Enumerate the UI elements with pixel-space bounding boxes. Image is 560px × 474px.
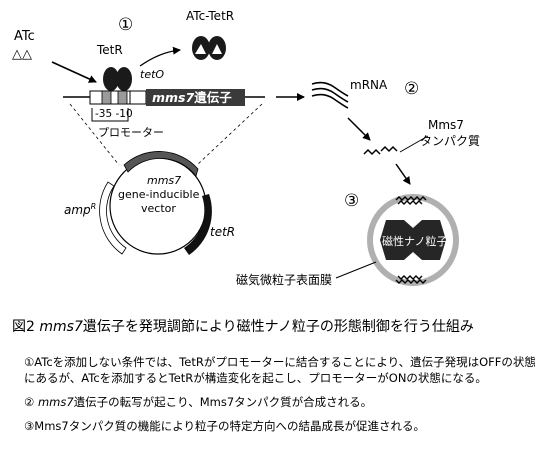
bound-protein-icon [395,196,427,284]
teto-label: tetO [140,68,164,81]
figure-caption: 図2 mms7遺伝子を発現調節により磁性ナノ粒子の形態制御を行う仕組み [12,316,474,336]
mrna-icon [311,81,349,109]
mrna-label: mRNA [350,78,388,92]
spacer-box [129,90,147,105]
promoter-bracket [91,108,129,122]
plasmid-vector [99,151,212,255]
mms7-protein-icon [363,145,398,156]
magnetic-nanoparticle [367,194,459,286]
atc-arrow [51,61,97,83]
release-arrow [139,46,181,67]
figure-number: 図2 [12,319,35,335]
caption-text: 遺伝子を発現調節により磁性ナノ粒子の形態制御を行う仕組み [82,319,474,335]
note-2-prefix: ② [24,395,38,409]
promoter-numbers: -35 -10 [95,108,133,120]
step-1-marker: ① [118,15,133,35]
tetr-label: TetR [96,43,123,57]
note-3: ③Mms7タンパク質の機能により粒子の特定方向への結晶成長が促進される。 [24,419,426,433]
binding-arrow [395,163,411,185]
protein-pointer-line [399,135,429,153]
promoter-label: プロモーター [98,126,164,139]
protein-label-line2: タンパク質 [420,133,480,148]
zoom-line [69,103,120,166]
protein-label-line1: Mms7 [428,118,464,132]
step-3-marker: ③ [344,191,359,211]
note-2-text: 遺伝子の転写が起こり、Mms7タンパク質が合成される。 [73,395,373,409]
mms7-gene-box [146,89,245,106]
atc-label: ATc [14,29,35,44]
membrane-pointer-line [335,261,377,279]
vector-name-line1: mms7 [147,174,181,187]
caption-gene-name: mms7 [39,319,83,335]
particle-label: 磁性ナノ粒子 [382,234,447,248]
ampr-label: ampR [64,202,96,217]
zoom-line [196,103,263,166]
step-2-marker: ② [404,79,419,99]
vector-name-line2: gene-inducible [118,188,200,201]
teto-box [101,90,112,105]
note-2: ② mms7遺伝子の転写が起こり、Mms7タンパク質が合成される。 [24,394,544,410]
atc-triangles: △△ [12,47,32,62]
mms7-gene-label: mms7遺伝子 [152,90,232,105]
tetr-protein-icon [103,67,132,91]
vector-name-line3: vector [141,202,176,215]
atc-tetr-complex-icon [192,36,226,60]
membrane-label: 磁気微粒子表面膜 [236,272,332,287]
tetr-gene-label: tetR [210,225,235,239]
translation-arrow [347,117,371,141]
atc-tetr-label: ATc-TetR [186,9,234,23]
note-1: ①ATcを添加しない条件では、TetRがプロモーターに結合することにより、遺伝子… [24,355,536,385]
explanation-notes: ①ATcを添加しない条件では、TetRがプロモーターに結合することにより、遺伝子… [24,354,544,434]
teto-box [117,90,128,105]
note-2-gene: mms7 [37,395,74,409]
mechanism-diagram: ATc △△ ① ATc-TetR TetR tetO mms7遺伝子 -35 … [12,9,480,287]
